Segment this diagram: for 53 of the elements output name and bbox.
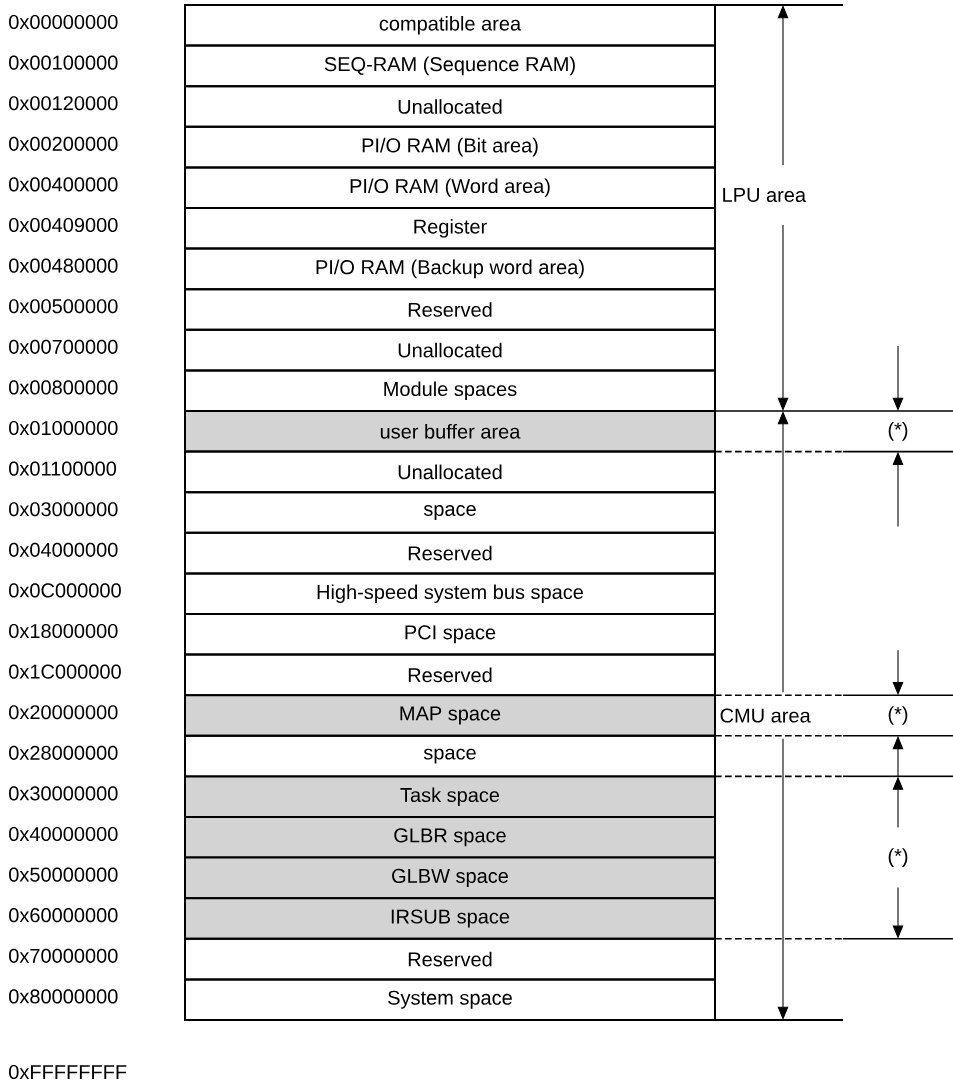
address-label: 0x00100000	[9, 55, 118, 70]
memory-region-row: Unallocated	[184, 328, 716, 372]
address-label: 0x00120000	[9, 96, 118, 111]
address-label: 0x70000000	[9, 948, 118, 963]
address-label: 0x30000000	[9, 786, 118, 801]
area-label: LPU area	[723, 188, 807, 202]
address-label: 0x04000000	[9, 542, 118, 557]
address-label: 0x18000000	[9, 623, 118, 639]
memory-region-row: High-speed system bus space	[184, 572, 716, 615]
address-label: 0x20000000	[9, 705, 118, 720]
address-label: 0x40000000	[9, 826, 118, 842]
address-label: 0x00500000	[9, 299, 118, 314]
memory-region-row: SEQ-RAM (Sequence RAM)	[184, 44, 716, 88]
area-label: CMU area	[720, 708, 811, 723]
memory-region-row: PCI space	[184, 613, 716, 656]
address-label: 0x01100000	[9, 461, 117, 476]
note-marker: (*)	[888, 848, 908, 867]
address-label: 0x28000000	[9, 745, 118, 760]
address-label: 0x60000000	[9, 908, 118, 923]
address-label: 0x01000000	[9, 420, 118, 436]
address-label: 0x03000000	[9, 502, 118, 517]
note-marker: (*)	[888, 422, 908, 441]
memory-region-row: PI/O RAM (Bit area)	[184, 125, 716, 169]
memory-region-row: IRSUB space	[184, 897, 716, 940]
address-label: 0x50000000	[9, 867, 118, 882]
memory-region-row: Reserved	[184, 937, 716, 981]
memory-region-row: Task space	[184, 775, 716, 818]
memory-region-row: Reserved	[184, 288, 716, 331]
address-label: 0xFFFFFFFF	[9, 1064, 127, 1080]
memory-region-row: user buffer area	[184, 410, 716, 453]
memory-region-row: PI/O RAM (Word area)	[184, 166, 716, 209]
memory-region-row: space	[184, 491, 716, 534]
memory-region-row: Reserved	[184, 531, 716, 575]
memory-region-row: GLBR space	[184, 816, 716, 859]
address-label: 0x00800000	[9, 380, 118, 395]
address-label: 0x00400000	[9, 177, 118, 192]
memory-region-row: GLBW space	[184, 856, 716, 900]
address-label: 0x00409000	[9, 217, 118, 233]
memory-region-row: Unallocated	[184, 450, 716, 494]
memory-region-row: MAP space	[184, 694, 716, 737]
note-marker: (*)	[888, 706, 908, 725]
address-label: 0x00200000	[9, 136, 118, 151]
memory-region-row: Unallocated	[184, 85, 716, 128]
address-label: 0x00480000	[9, 258, 118, 273]
memory-region-row: PI/O RAM (Backup word area)	[184, 247, 716, 291]
address-label: 0x1C000000	[9, 664, 121, 679]
memory-region-row: Register	[184, 207, 716, 250]
address-label: 0x80000000	[9, 989, 118, 1004]
memory-region-row: System space	[184, 978, 716, 1021]
address-label: 0x00000000	[9, 14, 118, 30]
memory-region-row: compatible area	[184, 4, 716, 47]
address-label: 0x0C000000	[9, 583, 121, 598]
address-label: 0x00700000	[9, 339, 118, 354]
